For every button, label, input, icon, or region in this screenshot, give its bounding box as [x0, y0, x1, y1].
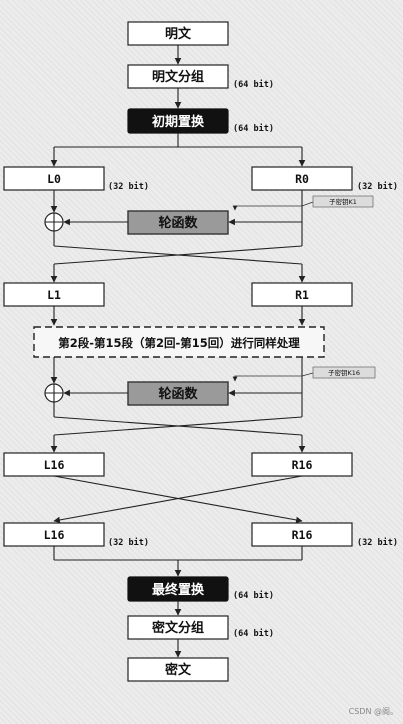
bits-label-l16: (32 bit)	[108, 537, 149, 548]
cross-1-right-to-left	[53, 245, 303, 265]
subkey-1-pointer	[232, 201, 314, 211]
round-function-16-label: 轮函数	[158, 386, 198, 402]
subkey-1-tag	[312, 195, 374, 208]
bits-label-l0: (32 bit)	[108, 181, 149, 192]
bits-label-r0: (32 bit)	[357, 181, 398, 192]
ciphertext-box	[127, 657, 229, 682]
l16-a-label: L16	[44, 458, 65, 472]
l1-label: L1	[47, 288, 61, 302]
subkey-1-label: 子密钥K1	[329, 197, 357, 206]
cross-16-right-to-left	[53, 416, 303, 436]
final-permutation-label: 最终置换	[152, 582, 205, 598]
bits-label-ip: (64 bit)	[233, 123, 274, 134]
bits-label-fp: (64 bit)	[233, 590, 274, 601]
subkey-16-pointer	[232, 372, 314, 382]
bits-label-r16: (32 bit)	[357, 537, 398, 548]
ciphertext-block-label: 密文分组	[151, 620, 204, 636]
initial-permutation-label: 初期置换	[152, 114, 205, 130]
ciphertext-label: 密文	[164, 662, 192, 678]
l0-label: L0	[47, 172, 61, 186]
rounds-2-15-label: 第2段-第15段（第2回-第15回）进行同样处理	[58, 336, 300, 350]
r1-label: R1	[295, 288, 309, 302]
round-function-1-label: 轮函数	[158, 215, 198, 231]
bits-label-block: (64 bit)	[233, 79, 274, 90]
subkey-16-tag	[312, 366, 376, 379]
rounds-2-15-box	[33, 326, 325, 358]
watermark: CSDN @阁。	[349, 706, 398, 716]
r16-b-label: R16	[292, 528, 313, 542]
plaintext-label: 明文	[165, 26, 192, 42]
subkey-16-label: 子密钥K16	[328, 368, 360, 377]
swap-right-to-left	[53, 475, 303, 524]
r0-label: R0	[295, 172, 309, 186]
bits-label-cipher-block: (64 bit)	[233, 628, 274, 639]
r16-a-label: R16	[292, 458, 313, 472]
plaintext-block-label: 明文分组	[152, 69, 204, 85]
l16-b-label: L16	[44, 528, 65, 542]
